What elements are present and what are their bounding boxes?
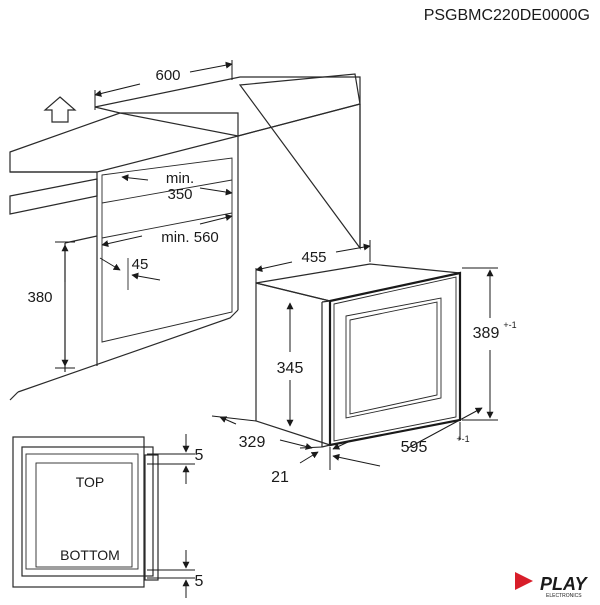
label-329: 329	[239, 434, 266, 451]
play-icon	[515, 572, 533, 590]
dim-gap-top: 5	[182, 434, 204, 484]
dim-cabinet-width: 600	[94, 60, 233, 110]
section-view	[12, 436, 195, 588]
dim-frame-depth: 21	[271, 441, 349, 486]
label-455: 455	[301, 249, 326, 266]
label-top: TOP	[76, 474, 105, 490]
appliance	[255, 263, 462, 448]
dim-body-depth: 329	[211, 415, 323, 451]
label-45: 45	[132, 256, 149, 273]
label-595-tol: +-1	[456, 434, 469, 444]
cabinet-niche	[9, 73, 361, 401]
label-gap-bottom: 5	[195, 573, 204, 590]
dim-offset: 45	[99, 256, 161, 290]
dim-appliance-depth: 455	[255, 240, 371, 283]
dim-min-depth: min. 350	[121, 170, 233, 203]
dim-cabinet-height: 380	[27, 241, 75, 369]
dim-body-height: 345	[277, 302, 304, 427]
label-min-560: min. 560	[161, 229, 219, 246]
model-code: PSGBMC220DE0000G	[424, 7, 590, 24]
label-389: 389	[473, 325, 500, 342]
label-gap-top: 5	[195, 447, 204, 464]
label-min: min.	[166, 170, 194, 187]
label-389-tol: +-1	[503, 320, 516, 330]
dim-appliance-width: 595 +-1	[329, 407, 483, 470]
label-bottom: BOTTOM	[60, 547, 120, 563]
up-arrow-icon	[43, 96, 77, 123]
label-21: 21	[271, 469, 289, 486]
brand-logo: PLAY ELECTRONICS	[515, 572, 589, 599]
brand-tagline: ELECTRONICS	[546, 593, 582, 599]
dim-min-inner: min. 560	[101, 214, 233, 248]
label-600: 600	[155, 67, 180, 84]
dim-front-height: 389 +-1	[462, 267, 517, 421]
label-380: 380	[27, 289, 52, 306]
dim-gap-bottom: 5	[182, 550, 204, 598]
brand-name: PLAY	[540, 574, 589, 594]
label-350: 350	[167, 186, 192, 203]
label-595: 595	[401, 439, 428, 456]
label-345: 345	[277, 360, 304, 377]
